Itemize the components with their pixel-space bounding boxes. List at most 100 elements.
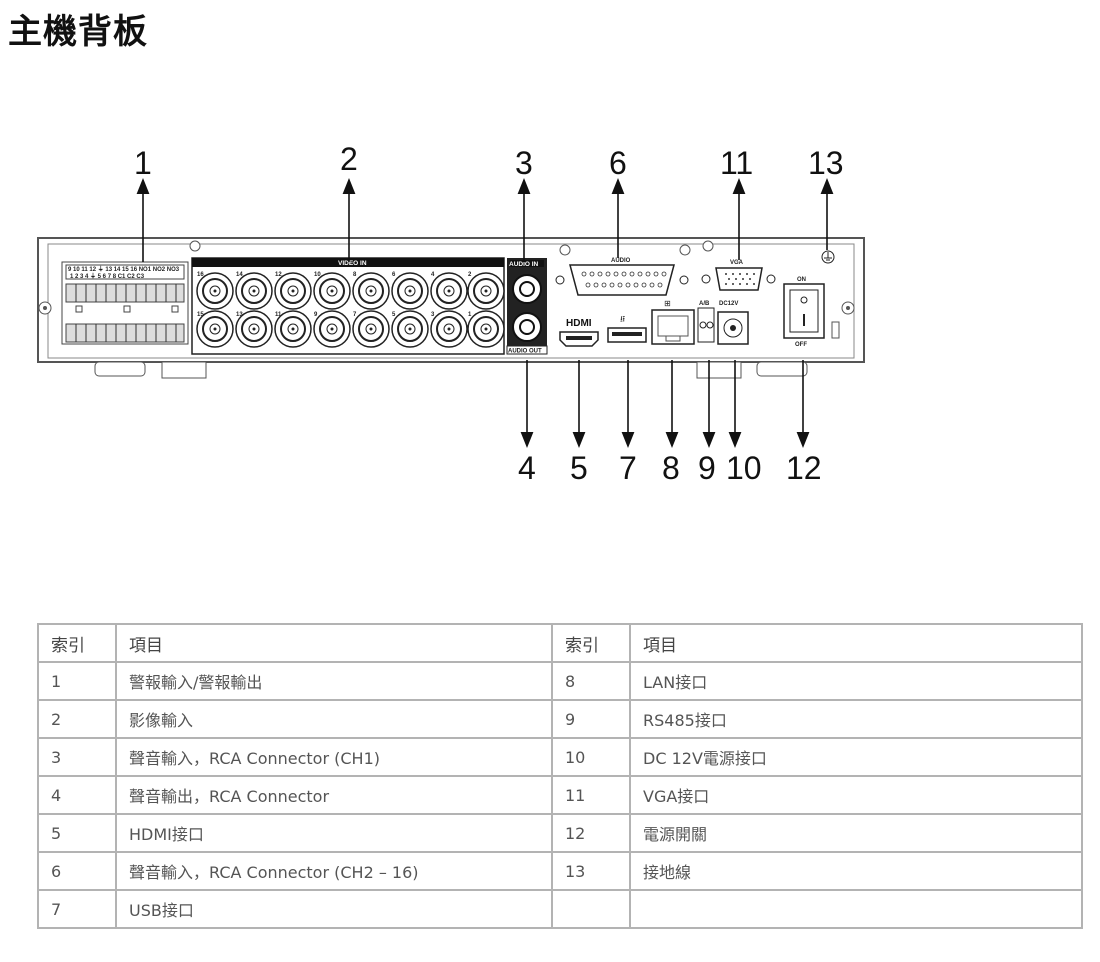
bnc-connector: 10 (313, 272, 351, 310)
index-cell: 6 (37, 851, 117, 891)
callout-8: 8 (662, 450, 680, 486)
usb-icon: ⭿ (620, 315, 625, 324)
port-legend-table: 索引 項目 索引 項目 1 警報輸入/警報輸出 8 LAN接口 2 影像輸入 9… (37, 623, 1083, 929)
table-header-row: 索引 項目 索引 項目 (37, 623, 1083, 663)
ground-screw (821, 250, 835, 264)
callout-5: 5 (570, 450, 588, 486)
table-row: 3 聲音輸入，RCA Connector (CH1) 10 DC 12V電源接口 (37, 737, 1083, 777)
item-cell (629, 889, 1083, 929)
usb-port: ⭿ (607, 315, 647, 343)
bnc-number: 14 (236, 272, 243, 278)
item-cell: 影像輸入 (115, 699, 553, 739)
table-row: 1 警報輸入/警報輸出 8 LAN接口 (37, 661, 1083, 701)
item-cell: 聲音輸入，RCA Connector (CH2 – 16) (115, 851, 553, 891)
index-cell: 13 (551, 851, 631, 891)
bnc-number: 16 (197, 272, 204, 278)
alarm-bottom-label: 1 2 3 4 ⏚ 5 6 7 8 C1 C2 C3 (70, 273, 145, 280)
vga-label: VGA (730, 260, 744, 266)
header-item: 項目 (115, 623, 553, 663)
bnc-number: 13 (236, 312, 243, 318)
callout-4: 4 (518, 450, 536, 486)
header-index: 索引 (551, 623, 631, 663)
header-index: 索引 (37, 623, 117, 663)
bnc-number: 9 (314, 312, 318, 318)
callout-arrows-top (136, 178, 834, 262)
bnc-connector: 12 (274, 272, 312, 310)
callout-6: 6 (609, 145, 627, 181)
audio-out-label: AUDIO OUT (508, 349, 542, 355)
rs485-label: A/B (699, 301, 710, 307)
bnc-connector: 14 (235, 272, 273, 310)
bnc-number: 2 (468, 272, 472, 278)
lan-port: ⊞ (651, 299, 695, 345)
index-cell: 7 (37, 889, 117, 929)
bnc-number: 10 (314, 272, 321, 278)
table-row: 4 聲音輸出，RCA Connector 11 VGA接口 (37, 775, 1083, 815)
audio-in-label: AUDIO IN (509, 261, 539, 268)
bnc-number: 12 (275, 272, 282, 278)
item-cell: USB接口 (115, 889, 553, 929)
callout-3: 3 (515, 145, 533, 181)
callout-11: 11 (720, 145, 753, 181)
item-cell: VGA接口 (629, 775, 1083, 815)
index-cell: 12 (551, 813, 631, 853)
index-cell: 8 (551, 661, 631, 701)
item-cell: LAN接口 (629, 661, 1083, 701)
bnc-number: 15 (197, 312, 204, 318)
item-cell: 聲音輸入，RCA Connector (CH1) (115, 737, 553, 777)
index-cell: 5 (37, 813, 117, 853)
bnc-number: 7 (353, 312, 357, 318)
bnc-connector: 4 (430, 272, 468, 310)
bnc-number: 6 (392, 272, 396, 278)
callout-13: 13 (808, 145, 844, 181)
callout-2: 2 (340, 141, 358, 177)
item-cell: DC 12V電源接口 (629, 737, 1083, 777)
bnc-connector: 5 (391, 310, 429, 348)
header-item: 項目 (629, 623, 1083, 663)
network-icon: ⊞ (664, 299, 671, 308)
index-cell: 4 (37, 775, 117, 815)
item-cell: HDMI接口 (115, 813, 553, 853)
dc12v-label: DC12V (719, 301, 738, 307)
power-switch: ON OFF (783, 277, 840, 348)
callout-arrows-bottom (520, 360, 810, 448)
video-in-block: VIDEO IN 16 14 12 10 8 6 4 2 15 13 11 9 … (191, 257, 505, 355)
table-row: 5 HDMI接口 12 電源開關 (37, 813, 1083, 853)
index-cell (551, 889, 631, 929)
index-cell: 9 (551, 699, 631, 739)
bnc-connector: 11 (274, 310, 312, 348)
bnc-connector: 3 (430, 310, 468, 348)
rear-panel-diagram: 9 10 11 12 ⏚ 13 14 15 16 NO1 NO2 NO3 1 2… (37, 141, 865, 486)
bnc-connector: 15 (196, 310, 234, 348)
bnc-connector: 6 (391, 272, 429, 310)
bnc-connector: 9 (313, 310, 351, 348)
bnc-connector: 1 (467, 310, 505, 348)
bnc-number: 5 (392, 312, 396, 318)
index-cell: 3 (37, 737, 117, 777)
item-cell: 接地線 (629, 851, 1083, 891)
item-cell: RS485接口 (629, 699, 1083, 739)
callout-1: 1 (134, 145, 152, 181)
item-cell: 電源開關 (629, 813, 1083, 853)
table-row: 6 聲音輸入，RCA Connector (CH2 – 16) 13 接地線 (37, 851, 1083, 891)
bnc-number: 4 (431, 272, 435, 278)
index-cell: 1 (37, 661, 117, 701)
item-cell: 聲音輸出，RCA Connector (115, 775, 553, 815)
callout-10: 10 (726, 450, 762, 486)
bnc-number: 3 (431, 312, 435, 318)
db25-audio-connector: AUDIO (555, 258, 689, 296)
audio-rca-block: AUDIO IN AUDIO OUT (506, 258, 548, 355)
bnc-connector: 13 (235, 310, 273, 348)
audio-label: AUDIO (611, 258, 631, 264)
dc-power-jack: DC12V (717, 301, 749, 345)
item-cell: 警報輸入/警報輸出 (115, 661, 553, 701)
table-row: 7 USB接口 (37, 889, 1083, 929)
video-in-label: VIDEO IN (338, 260, 367, 267)
bnc-connector: 16 (196, 272, 234, 310)
page-title: 主機背板 (8, 12, 148, 52)
on-label: ON (797, 277, 806, 283)
bnc-connector: 7 (352, 310, 390, 348)
index-cell: 10 (551, 737, 631, 777)
bnc-number: 1 (468, 312, 472, 318)
bnc-connector: 2 (467, 272, 505, 310)
